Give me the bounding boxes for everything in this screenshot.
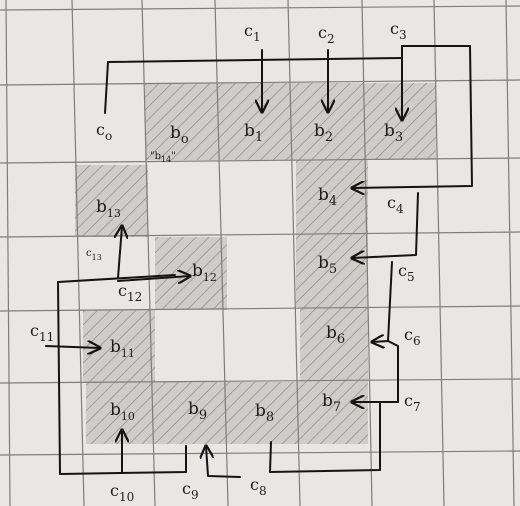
label-b5: b5 (318, 253, 337, 277)
label-b4: b4 (318, 185, 337, 209)
cell-b9 (158, 382, 228, 444)
cell-b6 (300, 307, 368, 382)
label-b13: b13 (96, 197, 121, 220)
wire-c11-loop (57, 274, 187, 475)
cell-b4 (296, 160, 368, 232)
wire-c11 (45, 346, 100, 348)
label-b1: b1 (244, 121, 263, 145)
label-c4: c4 (387, 193, 404, 216)
label-b11: b11 (110, 337, 135, 360)
label-b8: b8 (255, 401, 274, 425)
label-b12: b12 (192, 261, 217, 284)
wires (45, 45, 473, 478)
wire-c9 (206, 446, 241, 478)
label-c2: c2 (318, 23, 335, 46)
label-c0: co (96, 120, 112, 143)
shaded-cells (75, 83, 436, 444)
wire-c7 (352, 340, 399, 402)
cell-b1 (218, 83, 291, 160)
label-c9: c9 (182, 479, 199, 502)
label-c10: c10 (110, 481, 134, 504)
label-b14-note: "b14" (150, 151, 176, 164)
label-b10: b10 (110, 400, 135, 423)
label-c7: c7 (404, 391, 421, 414)
cell-b3 (363, 83, 436, 160)
wire-c12 (117, 276, 190, 281)
wire-c0-bus (104, 57, 403, 114)
label-c8: c8 (250, 475, 267, 498)
cell-b0 (145, 83, 218, 160)
wire-c13 (118, 226, 122, 279)
wire-c5 (352, 192, 419, 258)
cell-b7 (300, 382, 368, 444)
cell-labels: bo "b14" b1 b2 b3 b4 b5 b6 b7 b8 b9 b10 … (96, 121, 403, 425)
label-c11: c11 (30, 321, 54, 344)
label-b3: b3 (384, 121, 403, 145)
cell-b5 (296, 232, 368, 307)
label-c6: c6 (404, 325, 421, 348)
label-c12: c12 (118, 281, 142, 304)
label-b9: b9 (188, 399, 207, 423)
label-b7: b7 (322, 391, 341, 415)
wire-c8 (269, 401, 381, 473)
cell-b8 (228, 382, 300, 444)
label-b2: b2 (314, 121, 333, 145)
label-c3: c3 (390, 19, 407, 42)
label-c5: c5 (398, 261, 415, 284)
label-b0: bo (170, 123, 189, 147)
wire-c4 (352, 45, 473, 188)
label-b6: b6 (326, 323, 345, 347)
label-c13: c13 (86, 248, 102, 262)
label-c1: c1 (244, 21, 261, 44)
control-labels: c1 c2 c3 co c4 c5 c6 c7 c8 c9 c10 c11 c1… (30, 19, 421, 504)
cell-b13 (75, 165, 148, 237)
